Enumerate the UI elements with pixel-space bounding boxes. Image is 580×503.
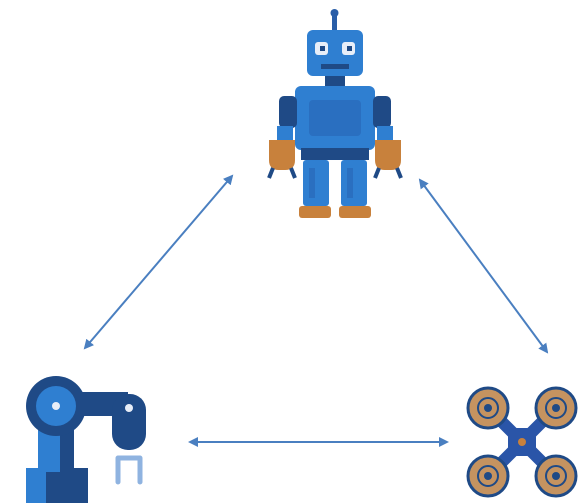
humanoid-robot-icon [267,9,403,218]
arrow-humanoid-arm [83,174,234,350]
quadcopter-drone-node [460,380,580,503]
quadcopter-drone-icon [466,386,578,498]
humanoid-robot-node [255,8,415,228]
robotic-arm-icon [26,376,146,503]
arrow-humanoid-drone [418,178,549,354]
robotic-arm-node [18,370,168,503]
